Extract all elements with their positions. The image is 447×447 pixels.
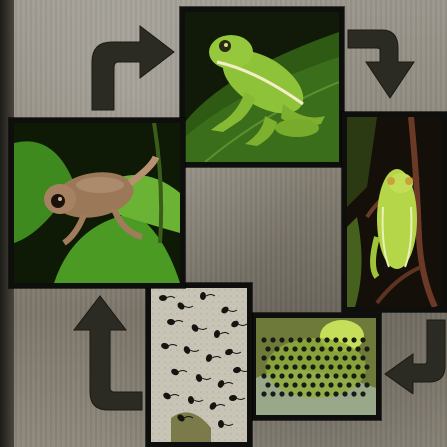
cycle-arrow-top-left-icon: [88, 12, 178, 112]
tadpoles-photo: [146, 283, 252, 447]
adult-frog-photo: [180, 7, 344, 167]
frog-eggs-photo: [251, 313, 381, 420]
cycle-arrow-bottom-left-icon: [68, 290, 144, 414]
cycle-arrow-top-right-icon: [346, 26, 422, 102]
cycle-arrow-bottom-right-icon: [383, 318, 447, 394]
frog-on-stem-photo: [342, 112, 447, 312]
froglet-photo: [9, 118, 185, 288]
